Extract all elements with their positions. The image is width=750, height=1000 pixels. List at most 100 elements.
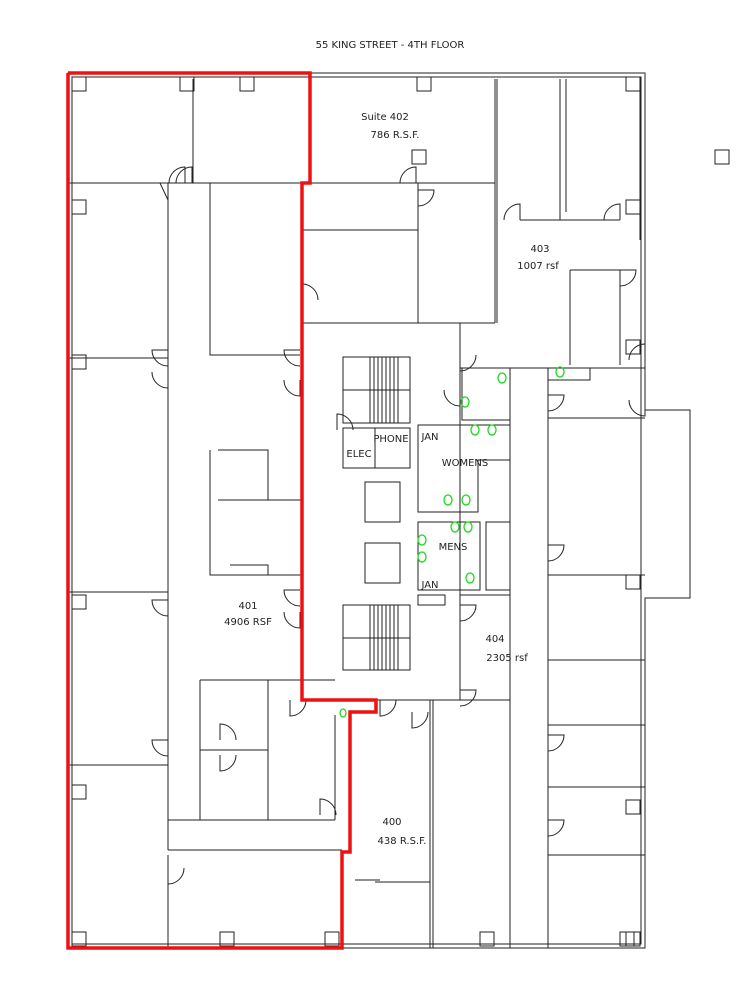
column bbox=[625, 574, 641, 590]
toilet-fixture bbox=[443, 494, 453, 506]
column bbox=[625, 339, 641, 355]
door-swing bbox=[459, 689, 477, 707]
door-swing bbox=[151, 349, 169, 367]
doors bbox=[151, 166, 646, 885]
suite-name: 400 bbox=[382, 817, 401, 828]
toilet-fixture bbox=[497, 372, 507, 384]
toilet-fixture bbox=[465, 572, 475, 584]
room-electrical: ELEC bbox=[346, 449, 371, 460]
door-swing bbox=[336, 413, 354, 431]
door-swing bbox=[283, 611, 301, 629]
column bbox=[324, 931, 340, 947]
door-swing bbox=[301, 283, 319, 301]
door-swing bbox=[168, 166, 186, 184]
interior-wall bbox=[364, 542, 401, 584]
column bbox=[71, 199, 87, 215]
plan-title: 55 KING STREET - 4TH FLOOR bbox=[316, 40, 465, 51]
interior-wall bbox=[485, 521, 511, 591]
door-swing bbox=[379, 699, 397, 717]
column bbox=[71, 594, 87, 610]
column bbox=[71, 76, 87, 92]
suite-404-label: 404 2305 rsf bbox=[485, 634, 528, 664]
interior-wall bbox=[342, 427, 411, 469]
door-swing bbox=[151, 599, 169, 617]
interior-wall bbox=[209, 450, 302, 576]
column bbox=[71, 784, 87, 800]
column bbox=[416, 76, 432, 92]
column bbox=[219, 931, 235, 947]
door-swing bbox=[219, 754, 237, 772]
door-swing bbox=[399, 166, 417, 184]
toilet-fixture bbox=[461, 494, 471, 506]
door-swing bbox=[459, 354, 477, 372]
column bbox=[411, 149, 427, 165]
column bbox=[71, 931, 87, 947]
room-janitor-lower: JAN bbox=[420, 580, 438, 591]
door-swing bbox=[417, 189, 435, 207]
suite-area: 438 R.S.F. bbox=[378, 836, 427, 847]
door-swing bbox=[619, 269, 637, 287]
door-swing bbox=[283, 349, 301, 367]
suite-area: 4906 RSF bbox=[224, 617, 272, 628]
door-swing bbox=[443, 389, 461, 407]
door-swing bbox=[219, 723, 237, 741]
interior-wall bbox=[570, 269, 621, 365]
exterior-wall bbox=[71, 76, 642, 945]
door-swing bbox=[547, 394, 565, 412]
column bbox=[625, 199, 641, 215]
door-swing bbox=[547, 734, 565, 752]
door-swing bbox=[503, 203, 521, 221]
door-swing bbox=[411, 711, 429, 729]
door-swing bbox=[547, 819, 565, 837]
door-swing bbox=[628, 399, 646, 417]
suite-name: 401 bbox=[238, 601, 257, 612]
fixture bbox=[339, 708, 347, 718]
restroom-fixtures bbox=[339, 366, 565, 718]
suite-403-label: 403 1007 rsf bbox=[517, 244, 559, 272]
column bbox=[479, 931, 495, 947]
toilet-fixture bbox=[417, 534, 427, 546]
toilet-fixture bbox=[417, 551, 427, 563]
column bbox=[71, 354, 87, 370]
suite-name: 403 bbox=[530, 244, 549, 255]
door-swing bbox=[283, 589, 301, 607]
exterior-wall bbox=[67, 72, 691, 949]
suite-name: 404 bbox=[485, 634, 504, 645]
door-swing bbox=[175, 166, 193, 184]
door-swing bbox=[283, 379, 301, 397]
room-janitor-upper: JAN bbox=[420, 432, 438, 443]
toilet-fixture bbox=[463, 521, 473, 533]
interior-wall bbox=[548, 368, 591, 381]
interior-wall bbox=[218, 449, 269, 500]
interior-wall bbox=[159, 182, 169, 201]
suite-area: 1007 rsf bbox=[517, 261, 559, 272]
interior-wall bbox=[342, 356, 411, 424]
toilet-fixture bbox=[450, 521, 460, 533]
suite-401-label: 401 4906 RSF bbox=[224, 601, 272, 628]
toilet-fixture bbox=[487, 424, 497, 436]
toilet-fixture bbox=[460, 396, 470, 408]
suite-400-label: 400 438 R.S.F. bbox=[378, 817, 427, 847]
interior-wall bbox=[342, 604, 411, 671]
room-phone: PHONE bbox=[373, 434, 408, 445]
door-swing bbox=[167, 867, 185, 885]
column bbox=[625, 76, 641, 92]
column bbox=[714, 149, 730, 165]
interior-wall bbox=[417, 521, 481, 591]
suite-name: Suite 402 bbox=[361, 112, 409, 123]
room-womens-restroom: WOMENS bbox=[442, 458, 489, 469]
suite-402-label: Suite 402 786 R.S.F. bbox=[361, 112, 419, 141]
interior-wall bbox=[417, 594, 446, 606]
door-swing bbox=[547, 544, 565, 562]
column bbox=[625, 931, 641, 947]
door-swing bbox=[151, 371, 169, 389]
suite-401-boundary bbox=[66, 71, 378, 950]
door-swing bbox=[603, 203, 621, 221]
column bbox=[625, 799, 641, 815]
door-swing bbox=[289, 699, 307, 717]
column bbox=[179, 76, 195, 92]
interior-wall bbox=[461, 368, 510, 421]
suite-area: 2305 rsf bbox=[486, 653, 528, 664]
interior-wall bbox=[364, 481, 401, 523]
